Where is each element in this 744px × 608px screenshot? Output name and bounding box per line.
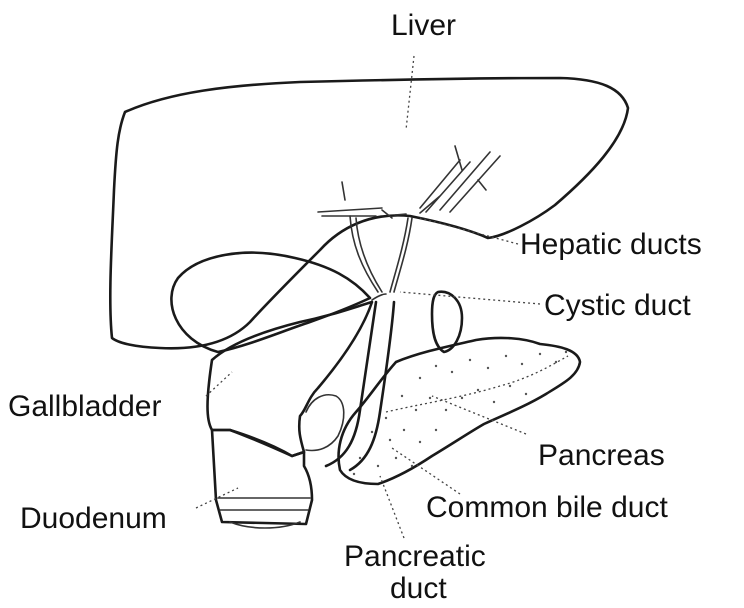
hepatic-ducts-leader [420,218,518,244]
label-common-bile-duct: Common bile duct [426,491,668,524]
label-duodenum: Duodenum [20,502,167,535]
duodenum-inner-fold [306,395,344,451]
cystic-duct-leader [400,292,540,304]
label-pancreatic-duct-line1: Pancreatic [344,540,486,573]
label-gallbladder: Gallbladder [8,390,161,423]
hepatic-duct-branches [318,146,500,218]
pancreatic-duct-leader [380,476,404,538]
label-cystic-duct: Cystic duct [544,289,691,322]
liver-leader [406,56,414,130]
label-liver: Liver [391,9,456,42]
duodenum-upper [208,302,373,456]
gallbladder-outline [171,253,370,352]
cystic-duct-path [372,294,386,300]
label-pancreatic-duct-line2: duct [390,572,447,605]
pancreatic-duct-path [386,356,568,412]
common-bile-duct-leader [392,448,460,494]
label-pancreas: Pancreas [538,439,665,472]
hepatic-ducts [350,216,412,292]
label-hepatic-ducts: Hepatic ducts [520,228,702,261]
